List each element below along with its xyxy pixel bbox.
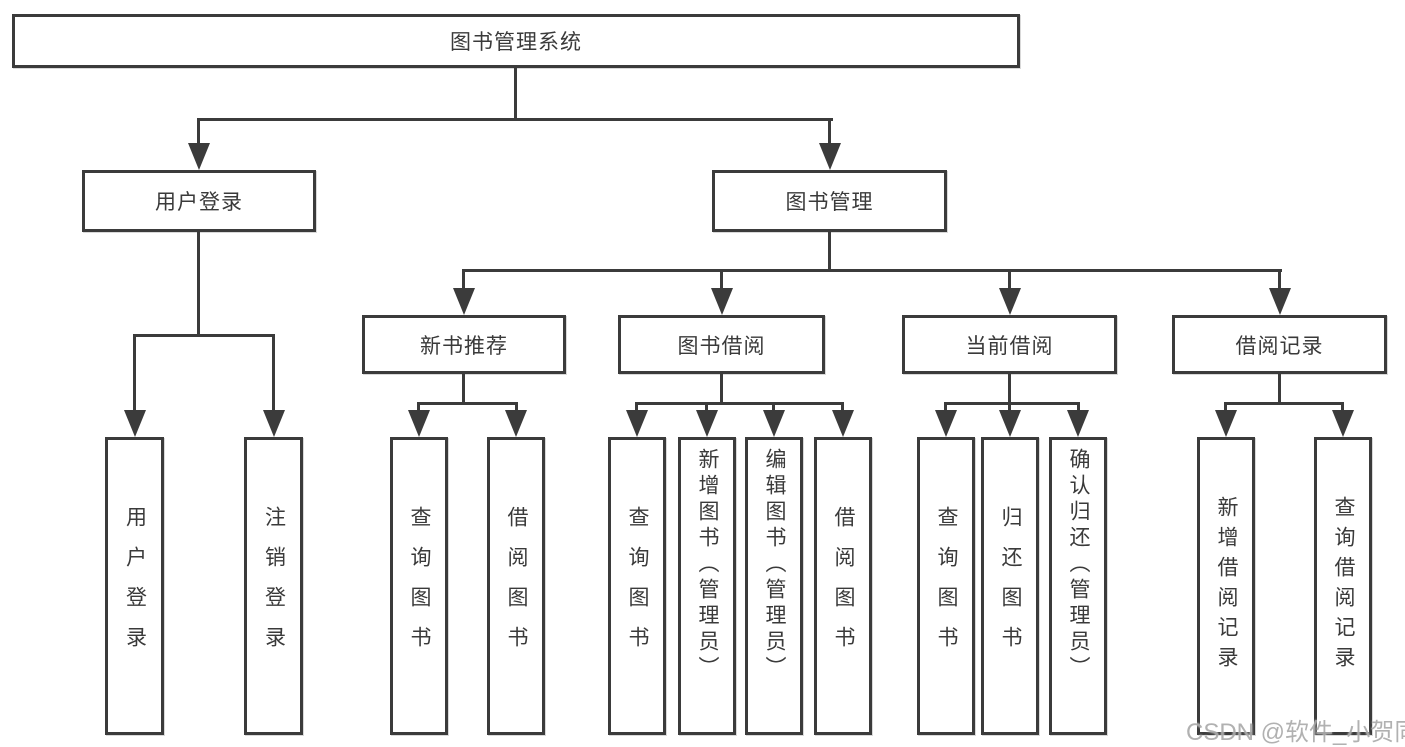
connector-user-branch <box>133 334 275 337</box>
connector-user-stem <box>197 232 200 336</box>
connector-bb-branch <box>635 402 844 405</box>
node-bb-borrow-books: 借阅图书 <box>814 437 872 735</box>
connector-drop-bb-borrow <box>841 402 844 414</box>
node-book-borrow: 图书借阅 <box>618 315 825 374</box>
connector-br-stem <box>1278 374 1281 404</box>
node-cb-return-books: 归还图书 <box>981 437 1039 735</box>
connector-drop-book-mgmt <box>828 118 831 148</box>
connector-drop-rec-borrow <box>515 402 518 414</box>
connector-drop-leaf-logout <box>272 334 275 412</box>
node-cb-query-books: 查询图书 <box>917 437 975 735</box>
connector-drop-bb-query <box>635 402 638 414</box>
arrowhead-cb-confirm <box>1067 410 1089 437</box>
connector-bb-stem <box>720 374 723 404</box>
node-new-book-rec: 新书推荐 <box>362 315 566 374</box>
connector-rec-branch <box>417 402 518 405</box>
node-br-query-record: 查询借阅记录 <box>1314 437 1372 735</box>
arrowhead-leaf-user-login <box>124 410 146 437</box>
arrowhead-cb-query <box>935 410 957 437</box>
node-book-mgmt: 图书管理 <box>712 170 947 232</box>
arrowhead-borrow-records <box>1269 288 1291 315</box>
arrowhead-leaf-logout <box>263 410 285 437</box>
connector-root-stem <box>514 68 517 120</box>
connector-rec-stem <box>462 374 465 404</box>
arrowhead-br-add <box>1215 410 1237 437</box>
node-leaf-logout: 注销登录 <box>244 437 303 735</box>
connector-drop-bb-edit <box>772 402 775 414</box>
node-bb-add-books-admin: 新增图书（管理员） <box>678 437 736 735</box>
node-leaf-user-login: 用户登录 <box>105 437 164 735</box>
node-root-system: 图书管理系统 <box>12 14 1020 68</box>
node-rec-query-books: 查询图书 <box>390 437 448 735</box>
connector-drop-cb-query <box>944 402 947 414</box>
csdn-watermark: CSDN @软件_小贺同学 <box>1186 719 1405 746</box>
connector-mgmt-branch <box>462 269 1282 272</box>
connector-drop-cb-return <box>1008 402 1011 414</box>
connector-drop-borrow-records <box>1278 269 1281 291</box>
connector-drop-user-login <box>197 118 200 148</box>
connector-mgmt-stem <box>828 232 831 272</box>
node-rec-borrow-books: 借阅图书 <box>487 437 545 735</box>
arrowhead-bb-query <box>626 410 648 437</box>
arrowhead-bb-edit <box>763 410 785 437</box>
arrowhead-new-book-rec <box>453 288 475 315</box>
connector-cb-stem <box>1008 374 1011 404</box>
arrowhead-br-query <box>1332 410 1354 437</box>
arrowhead-user-login <box>188 143 210 170</box>
arrowhead-rec-query <box>408 410 430 437</box>
arrowhead-bb-borrow <box>832 410 854 437</box>
node-br-add-record: 新增借阅记录 <box>1197 437 1255 735</box>
node-borrow-records: 借阅记录 <box>1172 315 1387 374</box>
arrowhead-rec-borrow <box>505 410 527 437</box>
node-bb-query-books: 查询图书 <box>608 437 666 735</box>
connector-br-branch <box>1224 402 1344 405</box>
arrowhead-book-mgmt <box>819 143 841 170</box>
connector-drop-leaf-user-login <box>133 334 136 412</box>
connector-drop-br-add <box>1224 402 1227 414</box>
node-cb-confirm-return-admin: 确认归还（管理员） <box>1049 437 1107 735</box>
arrowhead-bb-add <box>696 410 718 437</box>
connector-drop-new-book-rec <box>462 269 465 291</box>
node-current-borrow: 当前借阅 <box>902 315 1117 374</box>
connector-cb-branch <box>944 402 1080 405</box>
connector-drop-bb-add <box>705 402 708 414</box>
arrowhead-book-borrow <box>711 288 733 315</box>
connector-drop-current-borrow <box>1008 269 1011 291</box>
node-user-login: 用户登录 <box>82 170 316 232</box>
arrowhead-cb-return <box>999 410 1021 437</box>
connector-drop-book-borrow <box>720 269 723 291</box>
arrowhead-current-borrow <box>999 288 1021 315</box>
connector-root-branch <box>197 118 833 121</box>
connector-drop-br-query <box>1341 402 1344 414</box>
connector-drop-rec-query <box>417 402 420 414</box>
node-bb-edit-books-admin: 编辑图书（管理员） <box>745 437 803 735</box>
connector-drop-cb-confirm <box>1077 402 1080 414</box>
